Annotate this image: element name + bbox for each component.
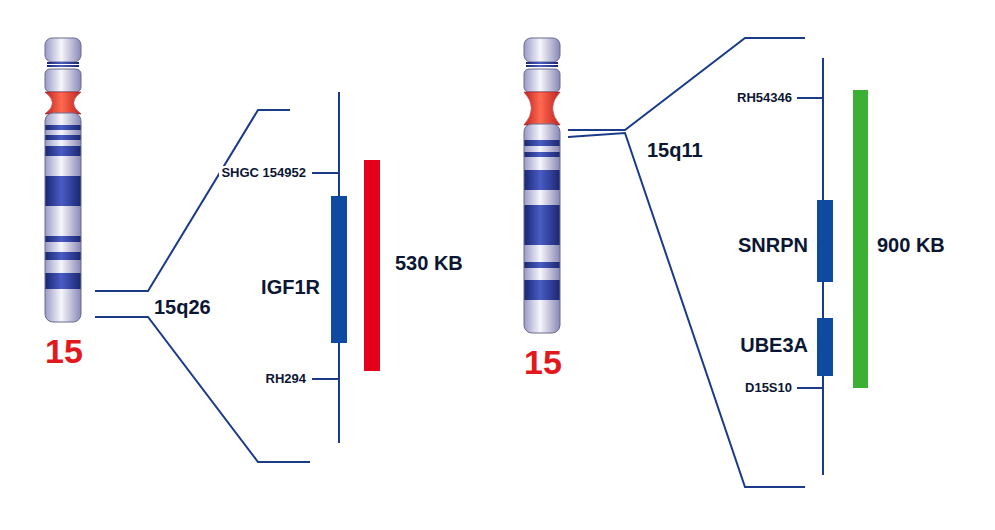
chromosome-number: 15 <box>522 344 564 381</box>
gene-bar <box>331 196 347 343</box>
marker-tick <box>312 172 339 174</box>
dark-band <box>45 135 81 140</box>
dark-band <box>524 170 560 190</box>
marker-label: RH54346 <box>735 91 794 105</box>
centromere <box>524 92 560 125</box>
dark-band <box>45 236 81 242</box>
dark-band <box>524 152 560 157</box>
stalk-band <box>47 62 79 64</box>
dark-band <box>524 280 560 300</box>
dark-band <box>524 140 560 146</box>
stalk-band <box>526 62 558 64</box>
band-label: 15q26 <box>152 296 213 318</box>
probe-bar <box>364 160 380 371</box>
marker-tick <box>797 387 823 389</box>
zoom-line <box>95 317 310 462</box>
gene-bar <box>817 200 833 282</box>
p-arm <box>524 69 560 92</box>
chromosome-ideogram <box>524 38 560 333</box>
probe-bar <box>853 90 868 388</box>
marker-tick <box>312 378 339 380</box>
gene-label: IGF1R <box>259 276 322 298</box>
dark-band <box>45 146 81 156</box>
size-label: 900 KB <box>875 234 947 256</box>
marker-label: SHGC 154952 <box>219 166 308 180</box>
q-arm <box>524 124 560 333</box>
dark-band <box>45 176 81 206</box>
p-arm-cap <box>524 38 560 62</box>
q-arm-outline <box>524 124 560 333</box>
chromosome-ideogram <box>45 38 81 322</box>
p-arm <box>45 69 81 92</box>
p-arm-cap <box>45 38 81 62</box>
q-arm <box>45 113 81 322</box>
stalk-band <box>526 65 558 67</box>
q-arm-outline <box>45 113 81 322</box>
zoom-line <box>568 38 805 130</box>
dark-band <box>45 125 81 130</box>
zoom-line <box>568 133 805 487</box>
marker-tick <box>797 97 823 99</box>
zoom-lines <box>568 38 823 487</box>
dark-band <box>45 273 81 289</box>
size-label: 530 KB <box>393 252 465 274</box>
gene-bar <box>817 318 833 376</box>
gene-label: SNRPN <box>736 234 810 256</box>
stalk-band <box>47 65 79 67</box>
marker-label: RH294 <box>264 372 308 386</box>
dark-band <box>45 252 81 260</box>
zoom-line <box>95 110 290 291</box>
dark-band <box>524 205 560 245</box>
centromere <box>45 92 81 114</box>
chromosome-number: 15 <box>43 333 85 370</box>
band-label: 15q11 <box>645 139 705 161</box>
gene-label: UBE3A <box>738 334 810 356</box>
dark-band <box>524 262 560 268</box>
zoom-lines <box>95 92 339 462</box>
marker-label: D15S10 <box>743 381 794 395</box>
